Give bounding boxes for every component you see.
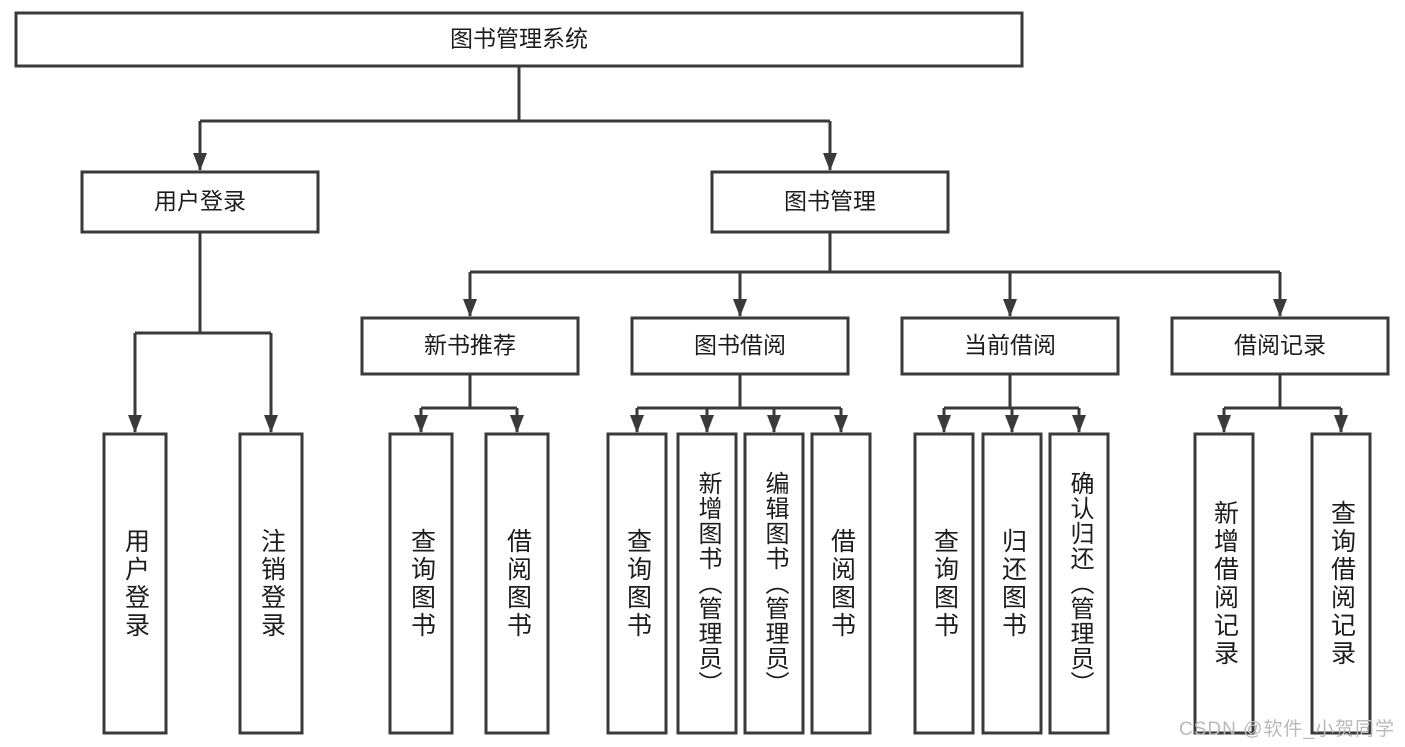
node-current-borrow[interactable] bbox=[900, 316, 1120, 376]
leaf-borrow-book-borrow[interactable] bbox=[810, 432, 872, 735]
arrow-head-icon bbox=[1003, 299, 1017, 317]
arrow-head-icon bbox=[510, 415, 524, 433]
node-root[interactable] bbox=[14, 11, 1024, 68]
arrow-head-icon bbox=[414, 415, 428, 433]
arrow-head-icon bbox=[823, 153, 837, 171]
arrow-head-icon bbox=[1217, 415, 1231, 433]
node-book-borrow[interactable] bbox=[630, 316, 850, 376]
leaf-edit-book-admin[interactable] bbox=[743, 432, 805, 735]
node-book-manage[interactable] bbox=[710, 170, 950, 234]
arrow-head-icon bbox=[1005, 415, 1019, 433]
arrow-head-icon bbox=[700, 415, 714, 433]
arrow-head-icon bbox=[630, 415, 644, 433]
node-root-label: 图书管理系统 bbox=[450, 26, 588, 52]
node-user-login[interactable] bbox=[80, 170, 320, 234]
leaf-query-book-rec[interactable] bbox=[388, 432, 454, 735]
arrow-head-icon bbox=[128, 415, 142, 433]
leaf-add-borrow-record[interactable] bbox=[1193, 432, 1255, 735]
leaf-add-book-admin[interactable] bbox=[676, 432, 738, 735]
arrow-head-icon bbox=[1273, 299, 1287, 317]
arrow-head-icon bbox=[937, 415, 951, 433]
node-book-borrow-label: 图书借阅 bbox=[694, 332, 786, 358]
node-user-login-label: 用户登录 bbox=[154, 188, 246, 214]
node-current-borrow-label: 当前借阅 bbox=[964, 332, 1056, 358]
arrow-head-icon bbox=[264, 415, 278, 433]
node-borrow-record-label: 借阅记录 bbox=[1234, 332, 1326, 358]
arrow-head-icon bbox=[1072, 415, 1086, 433]
leaf-user-logout-leaf[interactable] bbox=[238, 432, 304, 735]
arrow-head-icon bbox=[767, 415, 781, 433]
arrow-head-icon bbox=[463, 299, 477, 317]
csdn-watermark: CSDN @软件_小贺同学 bbox=[1179, 719, 1395, 740]
edges-layer bbox=[128, 66, 1348, 433]
node-new-book-recommend-label: 新书推荐 bbox=[424, 332, 516, 358]
arrow-head-icon bbox=[1334, 415, 1348, 433]
leaf-borrow-book-rec[interactable] bbox=[484, 432, 550, 735]
arrow-head-icon bbox=[193, 153, 207, 171]
node-new-book-recommend[interactable] bbox=[360, 316, 580, 376]
node-borrow-record[interactable] bbox=[1170, 316, 1390, 376]
leaf-confirm-return-admin[interactable] bbox=[1048, 432, 1110, 735]
leaf-query-borrow-record[interactable] bbox=[1310, 432, 1372, 735]
node-book-manage-label: 图书管理 bbox=[784, 188, 876, 214]
leaf-query-book-borrow[interactable] bbox=[606, 432, 668, 735]
arrow-head-icon bbox=[834, 415, 848, 433]
leaf-query-book-current[interactable] bbox=[913, 432, 975, 735]
leaf-user-login-leaf[interactable] bbox=[102, 432, 168, 735]
leaf-return-book[interactable] bbox=[981, 432, 1043, 735]
arrow-head-icon bbox=[733, 299, 747, 317]
boxes-layer bbox=[14, 11, 1390, 735]
